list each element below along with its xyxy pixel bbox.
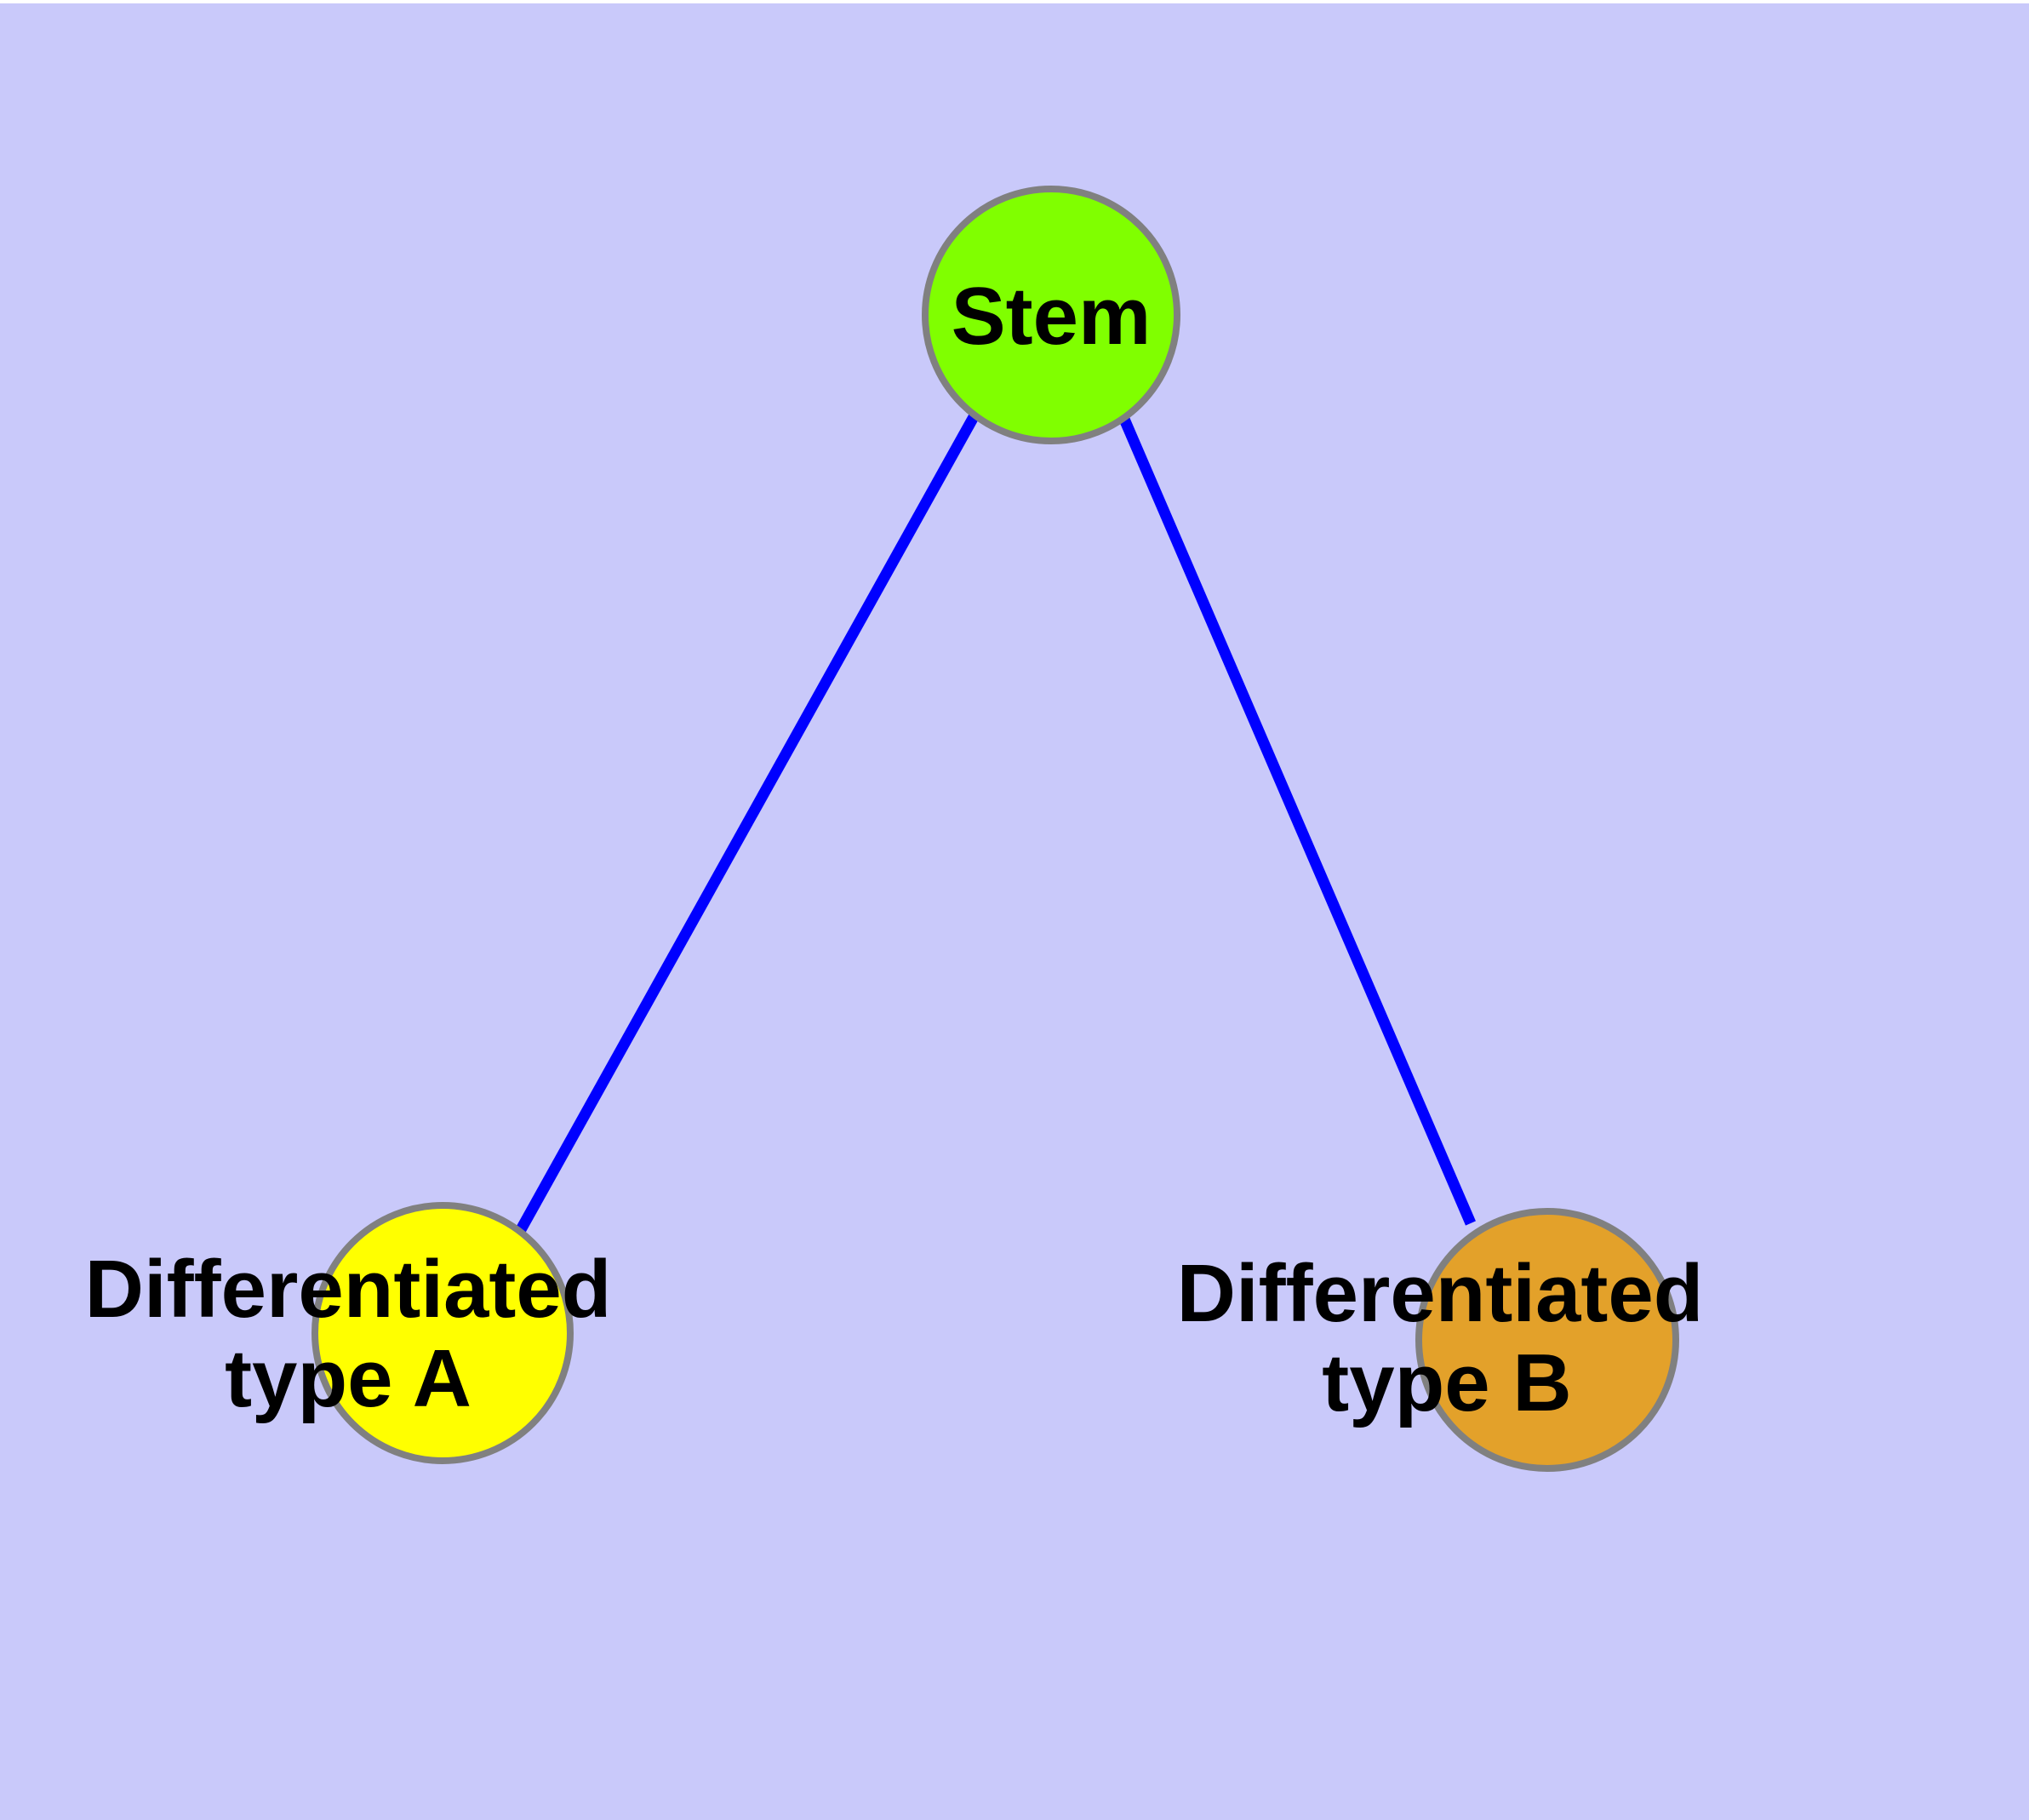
node-differentiated-type-b-label-line-2: type B [1322, 1337, 1571, 1428]
node-differentiated-type-a-label-line-1: Differentiated [85, 1244, 612, 1335]
node-differentiated-type-a[interactable] [311, 1202, 574, 1464]
node-differentiated-type-b-label-line-1: Differentiated [1177, 1248, 1704, 1339]
node-stem[interactable] [922, 186, 1180, 444]
nodes-layer [311, 186, 1679, 1472]
edge-stem-to-diff-b[interactable] [1118, 415, 1476, 1226]
node-differentiated-type-b[interactable] [1415, 1208, 1679, 1472]
node-stem-label-line-1: Stem [952, 271, 1152, 362]
edges-layer [514, 412, 1476, 1236]
node-differentiated-type-a-label-line-2: type A [225, 1333, 472, 1424]
labels-layer: Stem Differentiated type A Differentiate… [85, 271, 1704, 1428]
edge-stem-to-diff-a[interactable] [514, 412, 980, 1236]
